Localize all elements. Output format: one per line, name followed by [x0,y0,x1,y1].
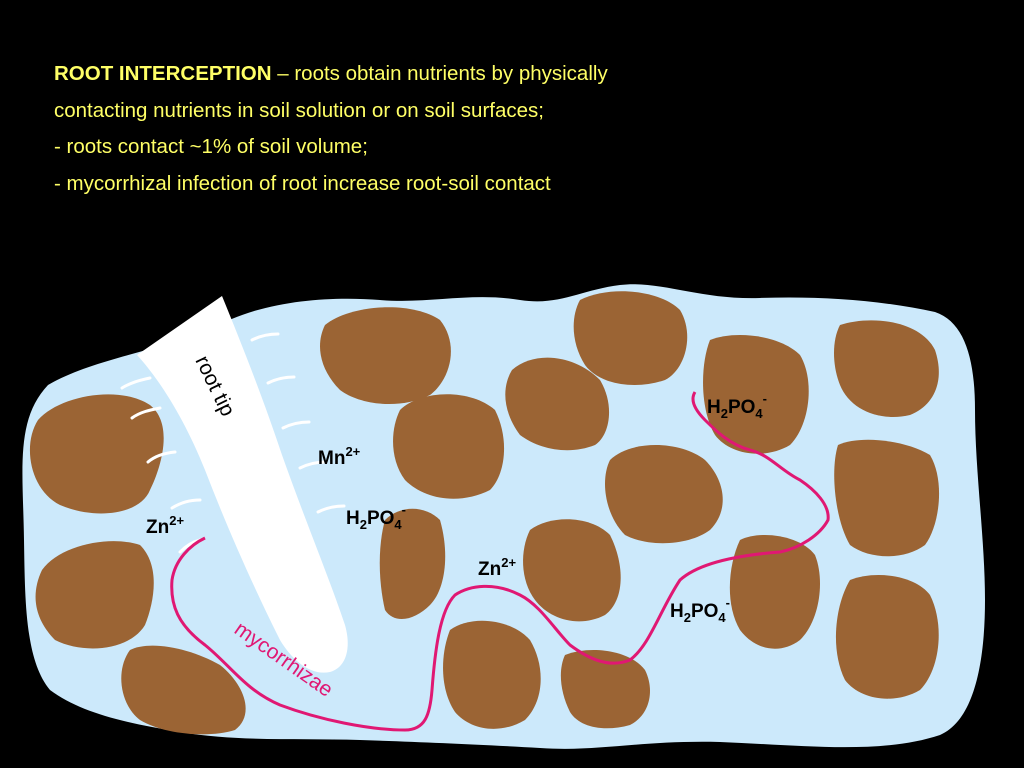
root-hair [120,376,152,390]
soil-particle [523,519,621,622]
ion-base: Zn [146,517,169,538]
intro-line-2: contacting nutrients in soil solution or… [54,98,544,122]
soil-particle [703,335,809,454]
soil-particle [605,445,723,544]
soil-particle [443,620,541,729]
root-hair [170,498,202,510]
root-hair [250,332,280,342]
soil-particle [320,307,451,405]
intro-line-1: ROOT INTERCEPTION – roots obtain nutrien… [54,56,1014,93]
soil-particle [834,439,940,557]
mycorrhizae-hypha [170,391,830,732]
root-hair [316,504,346,514]
soil-particle [393,394,505,499]
ion-zn-left: Zn2+ [146,513,184,538]
ion-h2po4-mid: H2PO4- [346,502,406,532]
section-heading: ROOT INTERCEPTION [54,62,272,85]
soil-particle [35,541,154,649]
soil-particle [729,535,820,649]
intro-line-1-rest: – roots obtain nutrients by physically [271,62,608,85]
soil-particle [573,291,688,385]
ion-base: Zn [478,559,501,580]
soil-particle [834,320,939,417]
root-hair [298,460,328,470]
ion-h2po4-top: H2PO4- [707,391,767,421]
intro-text: ROOT INTERCEPTION – roots obtain nutrien… [54,56,1014,202]
intro-line-3: - roots contact ~1% of soil volume; [54,135,368,158]
ion-h2po4-bottom: H2PO4- [670,595,730,625]
root-hair [130,406,162,420]
intro-line-4: - mycorrhizal infection of root increase… [54,171,551,195]
ion-charge: 2+ [501,555,516,570]
soil-particle [379,508,446,620]
ion-zn-mid: Zn2+ [478,555,516,580]
root-hair [146,450,177,464]
ion-charge: 2+ [345,444,360,459]
soil-particle [121,645,246,735]
soil-particle [560,650,650,729]
ion-charge: 2+ [169,513,184,528]
root-tip [137,296,348,673]
root-hair [266,375,296,385]
soil-particle [835,575,939,699]
soil-particles [29,291,940,735]
soil-particle [505,357,610,451]
root-hair [281,420,311,430]
ion-base: Mn [318,448,345,469]
ion-mn: Mn2+ [318,444,361,469]
soil-particle [29,394,164,514]
